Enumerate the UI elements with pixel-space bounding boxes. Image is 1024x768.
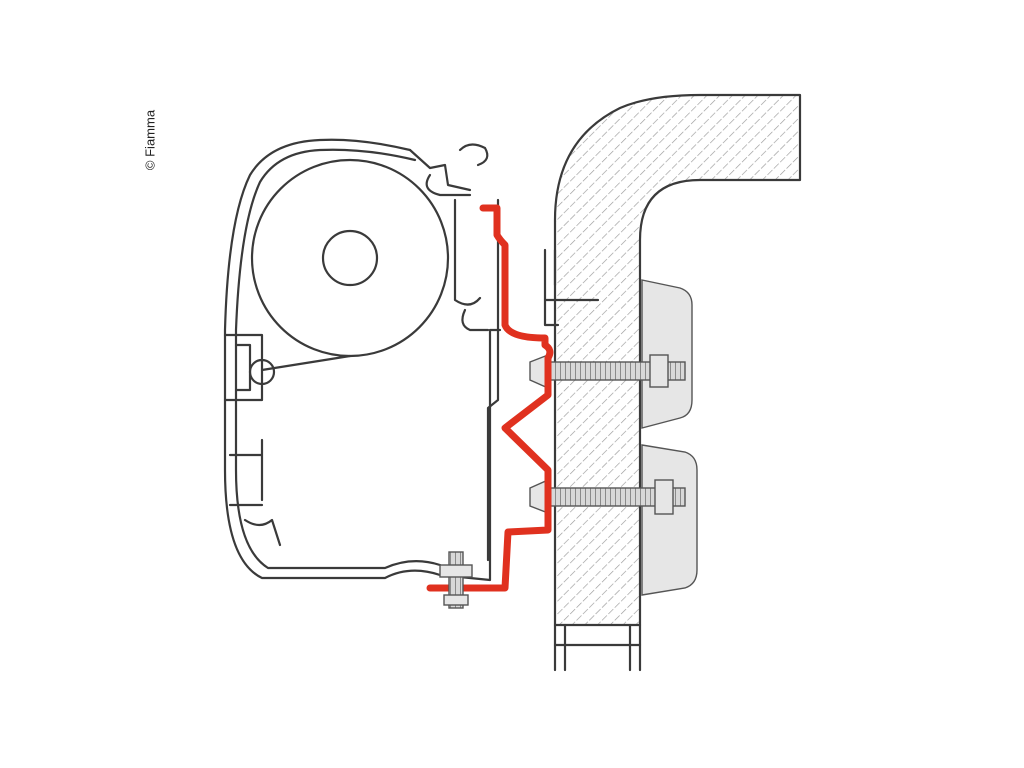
fabric-roller — [248, 158, 450, 386]
interior-wall-brackets — [641, 279, 698, 596]
upper-nut — [649, 354, 669, 388]
bottom-fixing-screw — [439, 551, 473, 609]
red-adapter-bracket — [426, 204, 554, 592]
wall-mounting-bolts — [529, 353, 686, 515]
wall-clip — [543, 248, 600, 327]
roller-pivot — [248, 358, 276, 386]
awning-cassette-profile — [223, 138, 502, 582]
lower-nut — [654, 479, 674, 515]
bottom-nut — [439, 564, 473, 578]
